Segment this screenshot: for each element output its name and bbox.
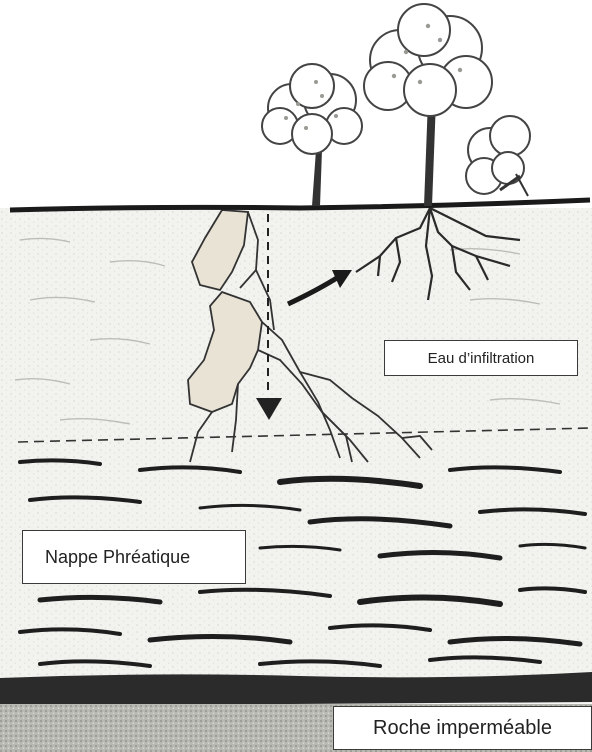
impermeable-band: [0, 672, 592, 706]
label-roche-impermeable: Roche imperméable: [333, 706, 592, 750]
soil-layer: [0, 208, 592, 680]
label-eau-infiltration: Eau d’infiltration: [384, 340, 578, 376]
label-nappe-phreatique: Nappe Phréatique: [22, 530, 246, 584]
